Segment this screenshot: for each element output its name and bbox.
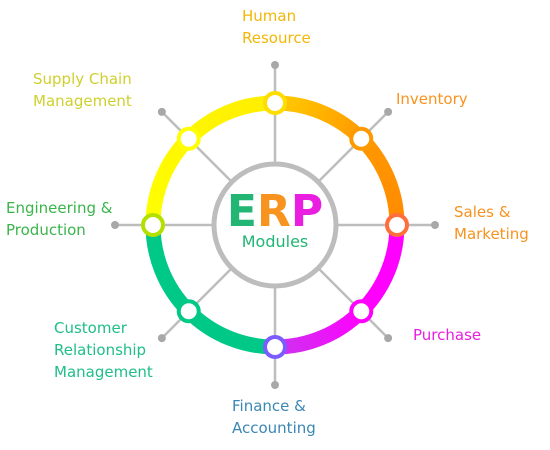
module-node <box>141 213 165 237</box>
module-node <box>385 213 409 237</box>
label-purchase: Purchase <box>413 326 482 344</box>
center-subtitle: Modules <box>242 232 309 251</box>
module-node <box>349 126 374 151</box>
module-node <box>176 126 201 151</box>
label-finance-accounting: Finance &Accounting <box>232 397 316 437</box>
title-letter-p: P <box>291 186 323 237</box>
label-inventory: Inventory <box>396 90 468 108</box>
label-sales-marketing: Sales &Marketing <box>454 203 529 243</box>
module-node <box>176 299 201 324</box>
center-title: ERP <box>227 186 323 237</box>
spoke-end-dot <box>384 107 393 116</box>
spoke-end-dot <box>111 221 119 229</box>
spoke-end-dot <box>157 107 166 116</box>
spoke-end-dot <box>384 334 393 343</box>
module-node <box>263 91 287 115</box>
spoke-end-dot <box>431 221 439 229</box>
ring-segment <box>267 95 369 147</box>
module-node <box>349 299 374 324</box>
title-letter-r: R <box>257 186 291 237</box>
spoke-end-dot <box>157 334 166 343</box>
ring-segment <box>267 303 369 355</box>
ring-segment <box>353 131 405 233</box>
ring-segment <box>353 217 405 319</box>
label-engineering-production: Engineering &Production <box>6 199 113 239</box>
center-circle <box>211 161 339 289</box>
spoke-end-dot <box>271 381 279 389</box>
title-letter-e: E <box>227 186 257 237</box>
module-nodes <box>141 91 409 359</box>
module-node <box>263 335 287 359</box>
spoke-end-dot <box>271 61 279 69</box>
